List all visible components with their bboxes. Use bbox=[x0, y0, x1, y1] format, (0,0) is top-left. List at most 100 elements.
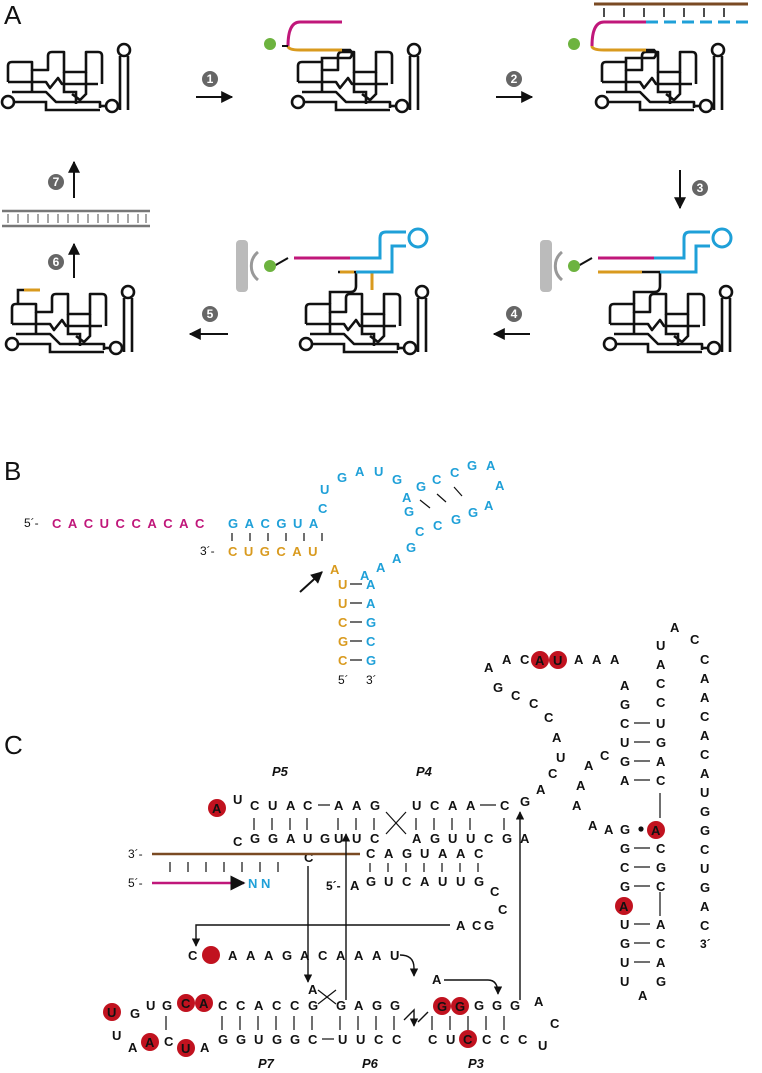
svg-text:G: G bbox=[656, 735, 666, 750]
stem-right-0: A bbox=[366, 577, 376, 592]
svg-text:A: A bbox=[246, 948, 256, 963]
svg-text:C: C bbox=[472, 918, 482, 933]
loop-top: A A C A U A A A G C C C A U C A G bbox=[484, 651, 620, 809]
svg-text:G: G bbox=[250, 831, 260, 846]
svg-text:C: C bbox=[529, 696, 539, 711]
svg-text:C: C bbox=[415, 524, 425, 539]
svg-text:A: A bbox=[456, 918, 466, 933]
p5-p4-pairs bbox=[253, 811, 505, 835]
svg-text:G: G bbox=[416, 479, 426, 494]
svg-text:G: G bbox=[492, 998, 502, 1013]
svg-text:C: C bbox=[318, 501, 328, 516]
stem-three-prime: 3´ bbox=[366, 673, 377, 687]
step-4: 4 bbox=[492, 306, 530, 340]
svg-text:G: G bbox=[406, 540, 416, 555]
cleavage-arrow bbox=[299, 571, 323, 593]
intron-structure-3 bbox=[568, 2, 748, 114]
svg-text:C: C bbox=[392, 1032, 402, 1047]
svg-text:A: A bbox=[360, 568, 370, 583]
svg-text:G: G bbox=[308, 998, 318, 1013]
svg-text:A: A bbox=[486, 458, 496, 473]
svg-text:G: G bbox=[218, 1032, 228, 1047]
svg-text:U: U bbox=[146, 998, 155, 1013]
svg-text:C: C bbox=[474, 846, 484, 861]
p2-three-prime: 3´ bbox=[700, 937, 711, 951]
svg-text:G: G bbox=[620, 841, 630, 856]
p6-label: P6 bbox=[362, 1056, 379, 1071]
svg-text:A: A bbox=[334, 798, 344, 813]
svg-text:A: A bbox=[604, 822, 614, 837]
svg-text:C: C bbox=[233, 834, 243, 849]
svg-text:A: A bbox=[212, 801, 222, 816]
svg-text:G: G bbox=[320, 831, 330, 846]
svg-text:A: A bbox=[576, 778, 586, 793]
svg-text:G: G bbox=[236, 1032, 246, 1047]
svg-text:U: U bbox=[553, 653, 562, 668]
svg-text:A: A bbox=[572, 798, 582, 813]
svg-text:G: G bbox=[366, 874, 376, 889]
svg-text:G: G bbox=[336, 998, 346, 1013]
svg-text:C: C bbox=[700, 652, 710, 667]
svg-text:C: C bbox=[518, 1032, 528, 1047]
svg-text:U: U bbox=[356, 1032, 365, 1047]
svg-text:A: A bbox=[552, 730, 562, 745]
svg-text:U: U bbox=[390, 948, 399, 963]
step-3-number: 3 bbox=[697, 181, 704, 195]
svg-text:C: C bbox=[498, 902, 508, 917]
p5-p4-region: A U C U A C A A G U C A A C C G G A U G … bbox=[208, 792, 530, 865]
svg-text:G: G bbox=[700, 823, 710, 838]
svg-text:C: C bbox=[548, 766, 558, 781]
svg-text:G: G bbox=[402, 846, 412, 861]
svg-text:A: A bbox=[384, 846, 394, 861]
svg-text:A: A bbox=[432, 972, 442, 987]
svg-text:A: A bbox=[656, 955, 666, 970]
svg-text:A: A bbox=[354, 948, 364, 963]
svg-text:U: U bbox=[620, 735, 629, 750]
svg-text:A: A bbox=[536, 782, 546, 797]
svg-text:G: G bbox=[620, 879, 630, 894]
svg-text:A: A bbox=[199, 996, 209, 1011]
svg-text:U: U bbox=[254, 1032, 263, 1047]
stem-left-1: U bbox=[338, 577, 347, 592]
svg-text:C: C bbox=[656, 773, 666, 788]
stem-right-4: G bbox=[366, 653, 376, 668]
svg-text:C: C bbox=[700, 747, 710, 762]
svg-text:U: U bbox=[107, 1005, 116, 1020]
svg-text:C: C bbox=[432, 472, 442, 487]
svg-text:G: G bbox=[437, 999, 447, 1014]
svg-text:A: A bbox=[308, 982, 318, 997]
svg-text:G: G bbox=[272, 1032, 282, 1047]
stem-right-1: A bbox=[366, 596, 376, 611]
svg-text:C: C bbox=[620, 860, 630, 875]
svg-text:A: A bbox=[651, 823, 661, 838]
svg-text:U: U bbox=[181, 1041, 190, 1056]
svg-text:G: G bbox=[620, 754, 630, 769]
svg-text:G: G bbox=[474, 874, 484, 889]
substrate-five-prime: 5´- bbox=[128, 876, 143, 890]
p3-label: P3 bbox=[468, 1056, 485, 1071]
svg-text:C: C bbox=[430, 798, 440, 813]
stem-left-3: C bbox=[338, 615, 348, 630]
panel-c-label: C bbox=[4, 730, 23, 760]
svg-text:A: A bbox=[700, 766, 710, 781]
svg-text:U: U bbox=[320, 482, 329, 497]
svg-text:A: A bbox=[670, 620, 680, 635]
svg-text:A: A bbox=[656, 917, 666, 932]
svg-text:C: C bbox=[620, 716, 630, 731]
svg-text:A: A bbox=[619, 899, 629, 914]
svg-text:C: C bbox=[656, 936, 666, 951]
svg-text:G: G bbox=[390, 998, 400, 1013]
svg-text:C: C bbox=[218, 998, 228, 1013]
svg-text:A: A bbox=[700, 671, 710, 686]
svg-text:C: C bbox=[433, 518, 443, 533]
svg-text:A: A bbox=[574, 652, 584, 667]
stem-five-prime: 5´ bbox=[338, 673, 349, 687]
bottom-pairs bbox=[165, 989, 505, 1030]
step-2-number: 2 bbox=[511, 72, 518, 86]
svg-text:C: C bbox=[236, 998, 246, 1013]
svg-text:U: U bbox=[538, 1038, 547, 1053]
svg-text:C: C bbox=[490, 884, 500, 899]
svg-text:U: U bbox=[334, 831, 343, 846]
svg-text:A: A bbox=[376, 560, 386, 575]
